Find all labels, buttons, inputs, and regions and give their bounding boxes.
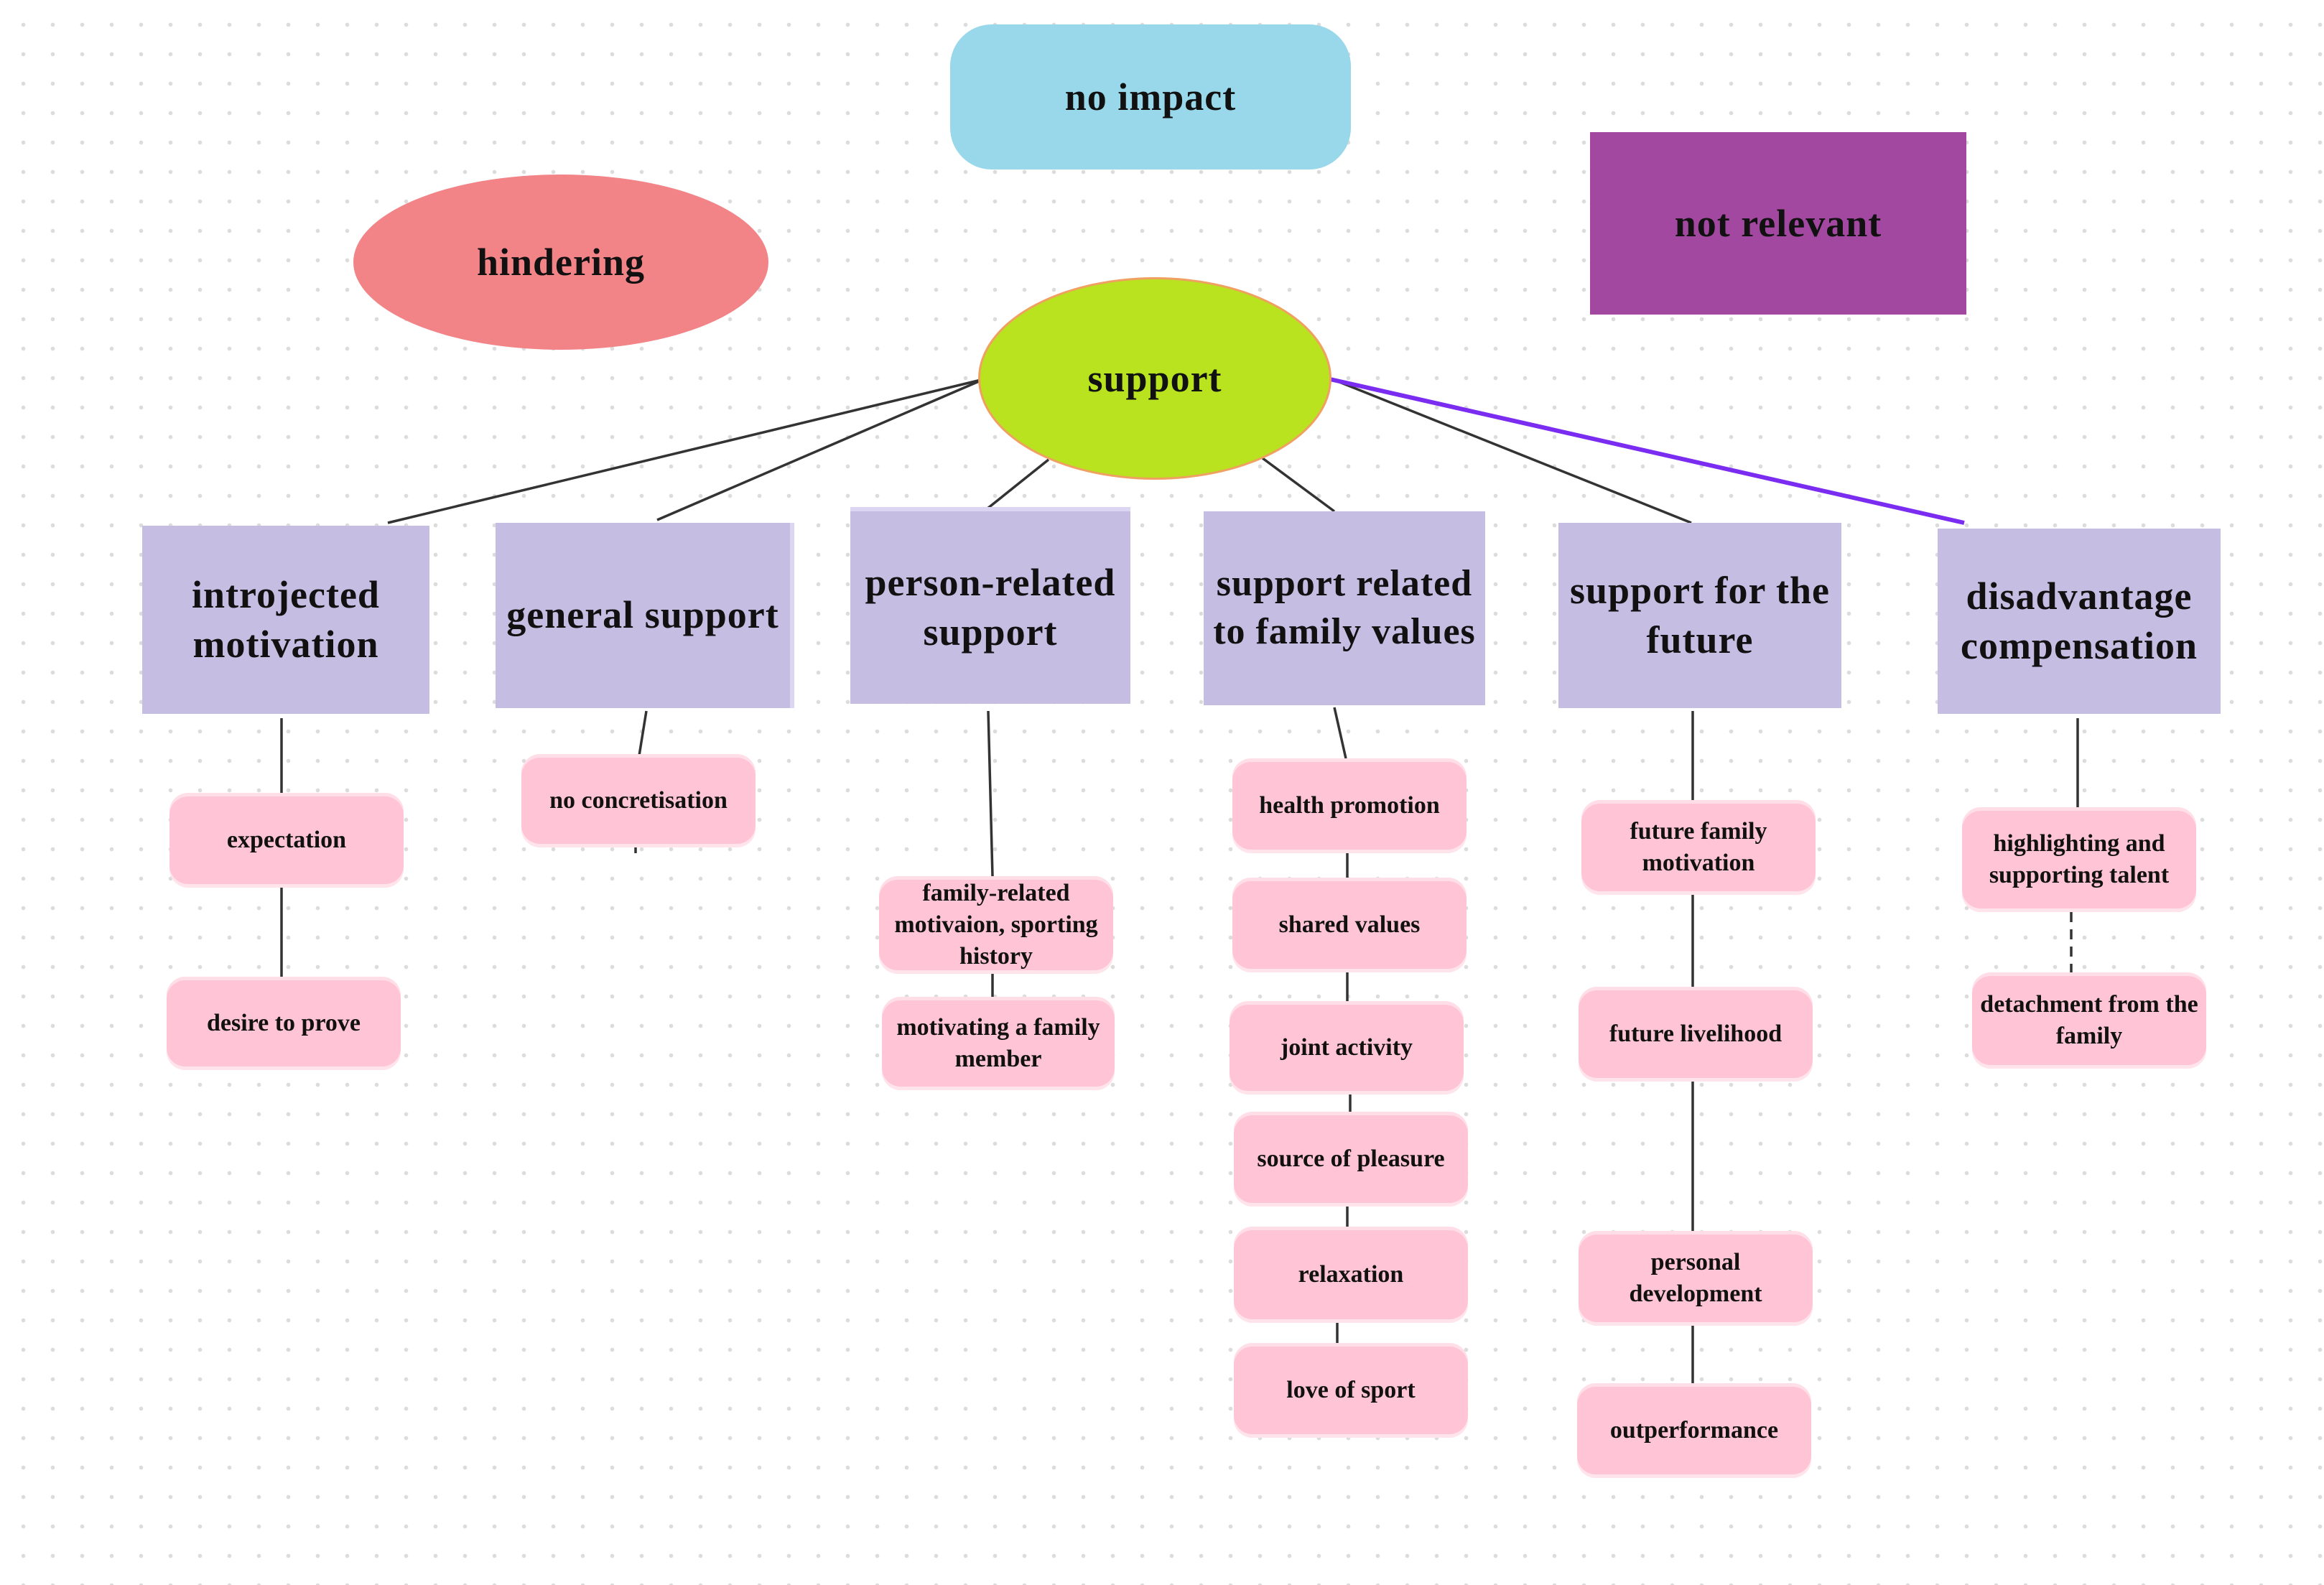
edge-support-family-values <box>1261 457 1336 513</box>
leaf-label: personal development <box>1629 1248 1762 1307</box>
category-label: support for the future <box>1569 568 1831 661</box>
edge-general-concretisation <box>638 710 648 756</box>
legend-not-relevant: not relevant <box>1590 132 1966 315</box>
legend-hindering: hindering <box>353 175 768 350</box>
leaf-label: love of sport <box>1286 1376 1416 1403</box>
edge-support-introjected <box>387 378 985 524</box>
edge-person-family-related <box>987 710 994 877</box>
leaf-health-promotion: health promotion <box>1232 758 1467 853</box>
leaf-future-livelihood: future livelihood <box>1579 987 1813 1082</box>
leaf-personal-development: personal development <box>1579 1231 1813 1326</box>
category-disadvantage-compensation: disadvantage compensation <box>1938 529 2221 714</box>
category-person-related-support: person-related support <box>850 511 1130 704</box>
leaf-label: future livelihood <box>1609 1020 1782 1047</box>
leaf-relaxation: relaxation <box>1234 1227 1468 1323</box>
leaf-motivating-a-family-member: motivating a family member <box>882 997 1115 1090</box>
leaf-label: outperformance <box>1609 1416 1779 1444</box>
leaf-label: health promotion <box>1259 791 1440 819</box>
leaf-label: source of pleasure <box>1257 1145 1445 1172</box>
category-support-for-the-future: support for the future <box>1558 523 1841 708</box>
category-support-related-to-family-values: support related to family values <box>1204 511 1485 705</box>
legend-hindering-label: hindering <box>476 240 646 284</box>
category-introjected-motivation: introjected motivation <box>142 526 429 714</box>
category-label: support related to family values <box>1213 563 1476 652</box>
leaf-label: family-related motivaion, sporting histo… <box>894 879 1098 970</box>
leaf-future-family-motivation: future family motivation <box>1581 800 1816 895</box>
leaf-source-of-pleasure: source of pleasure <box>1234 1112 1468 1207</box>
category-label: general support <box>506 593 779 637</box>
category-label: introjected motivation <box>192 572 380 666</box>
leaf-label: no concretisation <box>549 786 728 814</box>
category-label: person-related support <box>865 560 1116 654</box>
leaf-joint-activity: joint activity <box>1230 1001 1464 1094</box>
edge-support-person <box>986 458 1050 510</box>
category-label: disadvantage compensation <box>1960 574 2198 667</box>
leaf-label: expectation <box>226 826 347 853</box>
leaf-highlighting-and-supporting-talent: highlighting and supporting talent <box>1962 807 2196 912</box>
leaf-label: future family motivation <box>1630 817 1767 876</box>
leaf-outperformance: outperformance <box>1577 1383 1811 1478</box>
legend-not-relevant-label: not relevant <box>1674 201 1882 245</box>
edge-support-general <box>656 378 985 521</box>
leaf-label: joint activity <box>1280 1033 1413 1061</box>
support-root-node: support <box>978 277 1331 480</box>
leaf-expectation: expectation <box>169 793 404 888</box>
leaf-label: shared values <box>1278 911 1421 938</box>
leaf-label: highlighting and supporting talent <box>1989 829 2170 888</box>
edge-values-health <box>1333 707 1347 759</box>
leaf-label: desire to prove <box>206 1009 361 1036</box>
leaf-label: relaxation <box>1298 1260 1404 1288</box>
leaf-family-related-motivaion-sporting-history: family-related motivaion, sporting histo… <box>879 876 1113 974</box>
edge-support-future <box>1331 378 1692 524</box>
support-root-label: support <box>1087 356 1222 400</box>
leaf-label: detachment from the family <box>1980 990 2198 1049</box>
legend-no-impact-label: no impact <box>1064 75 1237 118</box>
edge-support-disadvantage-highlight <box>1329 377 1965 525</box>
leaf-label: motivating a family member <box>896 1013 1100 1072</box>
leaf-shared-values: shared values <box>1232 878 1467 972</box>
leaf-detachment-from-the-family: detachment from the family <box>1972 972 2206 1069</box>
leaf-desire-to-prove: desire to prove <box>167 977 401 1070</box>
leaf-no-concretisation: no concretisation <box>521 754 756 847</box>
leaf-love-of-sport: love of sport <box>1234 1343 1468 1438</box>
category-general-support: general support <box>496 523 790 708</box>
legend-no-impact: no impact <box>950 24 1351 169</box>
